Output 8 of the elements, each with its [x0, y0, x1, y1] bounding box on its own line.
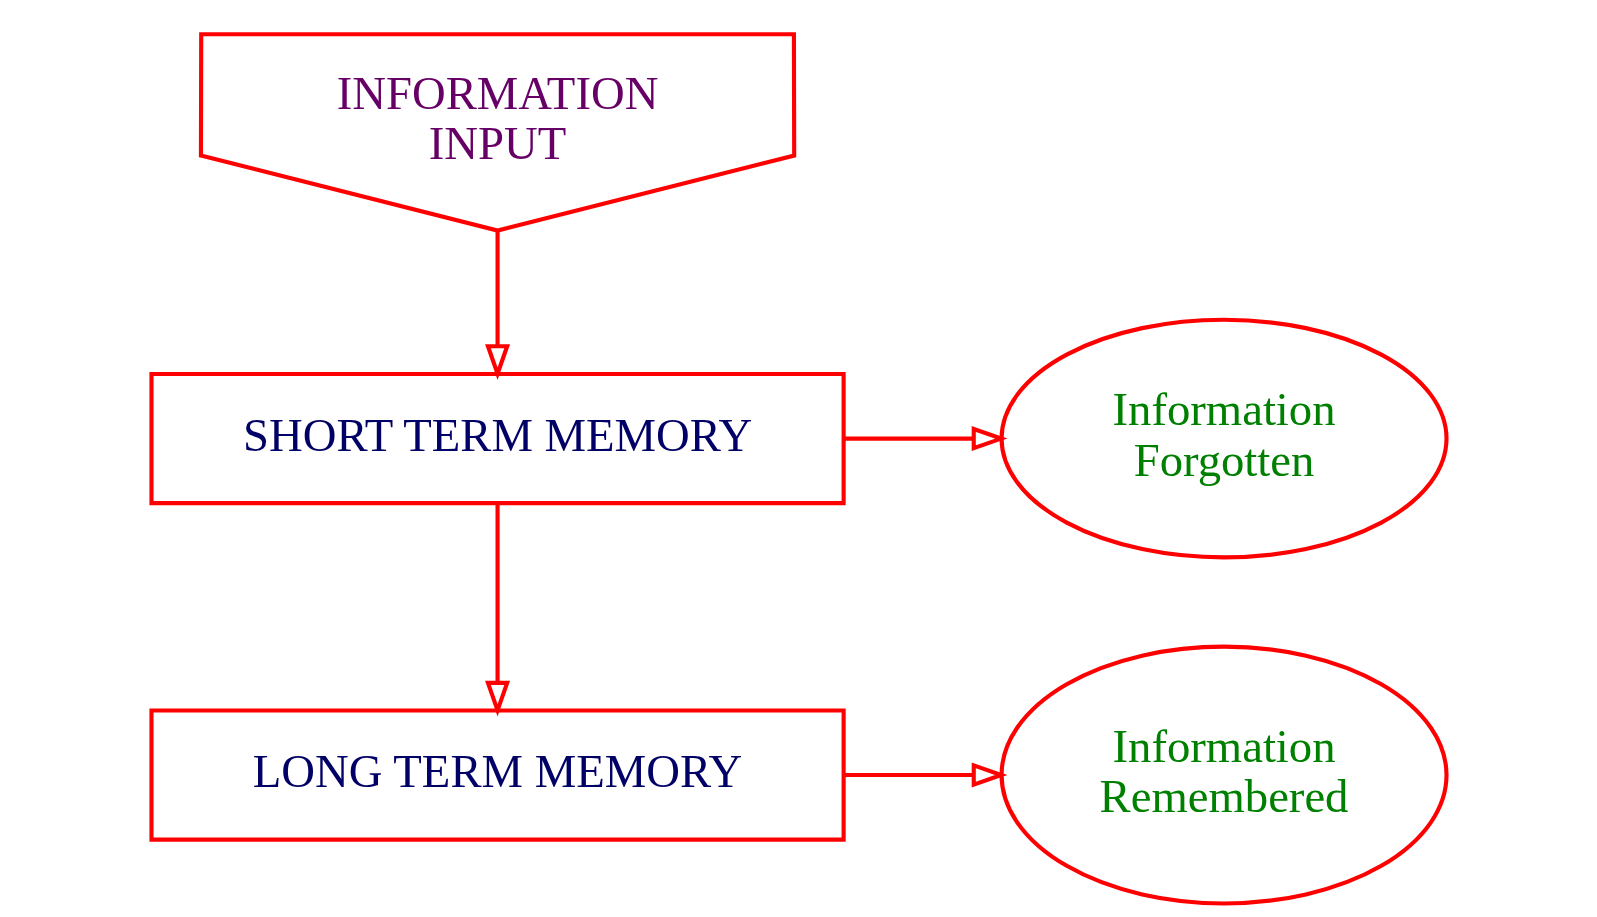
- node-box: SHORT TERM MEMORY: [148, 372, 846, 506]
- node-box: LONG TERM MEMORY: [148, 708, 846, 842]
- node-ellipse: Information Forgotten: [999, 317, 1449, 560]
- arrow: [484, 503, 510, 717]
- arrow: [843, 762, 1007, 788]
- arrow: [484, 230, 510, 380]
- arrow: [843, 426, 1007, 452]
- node-ellipse: Information Remembered: [999, 644, 1449, 906]
